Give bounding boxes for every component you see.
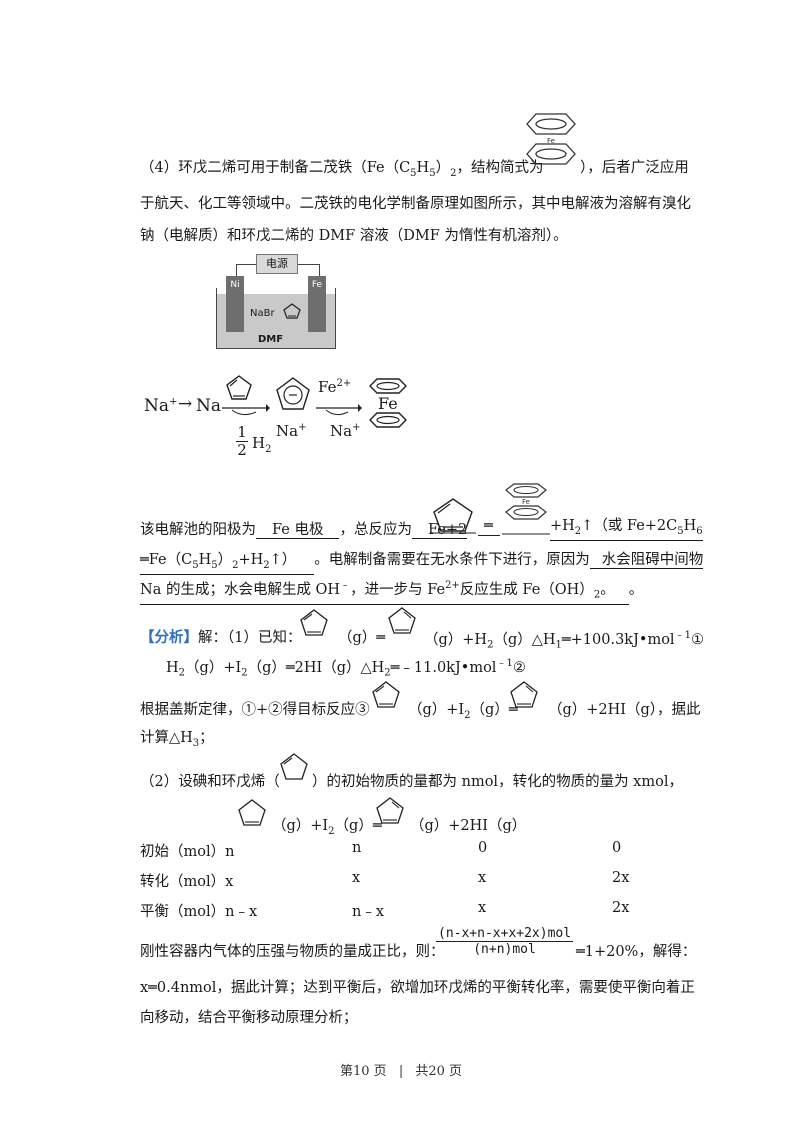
na-plus-label: Na <box>276 422 299 440</box>
ferrocene-structure-icon <box>369 378 407 428</box>
analysis-line7-end: ═1+20%，解得： <box>576 944 697 960</box>
analysis-line6: （g）+I2（g）═ <box>272 818 382 837</box>
analysis-tag: 【分析】 <box>140 629 198 646</box>
cyclopentene-icon <box>300 609 328 636</box>
svg-text:Fe: Fe <box>547 137 555 145</box>
analysis-line8: x═0.4nmol，据此计算；达到平衡后，欲增加环戊烯的平衡转化率，需要使平衡向… <box>140 980 695 996</box>
h2-label: H <box>252 434 266 452</box>
fe-center-label: Fe <box>378 394 398 413</box>
cyclopentadiene-icon <box>283 303 301 319</box>
anode-answer: Fe 电极 <box>256 522 340 539</box>
nabr-label: NaBr <box>250 308 275 319</box>
electrolysis-cell-diagram: 电源 Ni Fe NaBr DMF <box>214 250 336 350</box>
cyclopentadiene-icon <box>376 797 404 824</box>
svg-text:Fe: Fe <box>522 498 530 506</box>
answer-line2: ═Fe（C5H5）2+H2↑）。电解制备需要在无水条件下进行，原因为水会阻碍中间… <box>140 548 704 575</box>
cyclopentadiene-icon <box>430 498 476 534</box>
analysis-line4: 计算△H3； <box>140 730 214 749</box>
cyclopentene-icon <box>280 753 308 780</box>
table-row: 转化（mol）x x x 2x <box>140 870 630 890</box>
mechanism-scheme: Na+ → Na 1 2 H2 Na+ Fe2+ Na+ Fe <box>140 372 420 472</box>
analysis-line5-end: ）的初始物质的量都为 nmol，转化的物质的量为 xmol， <box>312 774 683 790</box>
dmf-label: DMF <box>258 334 284 345</box>
cyclopentadiene-icon <box>226 375 252 400</box>
table-row: 初始（mol）n n 0 0 <box>140 840 622 860</box>
analysis-line3-end: （g）+2HI（g），据此 <box>548 702 701 718</box>
part4-line2: 于航天、化工等领域中。二茂铁的电化学制备原理如图所示，其中电解液为溶解有溴化 <box>140 196 691 212</box>
cyclopentene-icon <box>372 681 400 708</box>
analysis-line7: 刚性容器内气体的压强与物质的量成正比，则： <box>140 944 445 960</box>
half-fraction: 1 2 <box>236 423 248 459</box>
part4-line3: 钠（电解质）和环戊二烯的 DMF 溶液（DMF 为惰性有机溶剂）。 <box>140 228 568 244</box>
analysis-line1: 【分析】解：（1）已知： <box>140 629 302 646</box>
arrow-icon <box>316 404 362 416</box>
analysis-line5: （2）设碘和环戊烯（ <box>140 774 280 790</box>
equilibrium-table: 初始（mol）n n 0 0 转化（mol）x x x 2x 平衡（mol）n﹣… <box>140 840 660 930</box>
na-atom: Na <box>196 396 222 416</box>
answer-line1-end: +H2↑（或 Fe+2C5H6 <box>550 518 703 541</box>
cyclopentadiene-icon <box>510 681 538 708</box>
cyclopentene-icon <box>238 799 266 826</box>
ferrocene-structure-icon: Fe <box>502 483 550 535</box>
fe2-label: Fe <box>318 378 337 396</box>
pressure-fraction: (n-x+n-x+x+2x)mol (n+n)mol <box>436 926 574 957</box>
ferrocene-structure-icon: Fe <box>526 113 576 165</box>
analysis-line2: H2（g）+I2（g）═2HI（g）△H2═﹣11.0kJ•mol﹣1② <box>166 658 526 679</box>
page-number: 第10 页 <box>340 1064 387 1079</box>
power-source-label: 电源 <box>256 254 298 274</box>
total-pages: 共20 页 <box>415 1064 463 1079</box>
part4-line1: （4）环戊二烯可用于制备二茂铁（Fe（C5H5）2，结构简式为 <box>140 160 544 179</box>
table-row: 平衡（mol）n﹣x n﹣x x 2x <box>140 900 630 920</box>
na-plus: Na <box>144 396 170 416</box>
fe-electrode: Fe <box>308 276 326 332</box>
na-plus-label-2: Na <box>330 422 353 440</box>
cyclopentadienyl-anion-icon <box>276 377 310 410</box>
answer-line3: Na 的生成；水会电解生成 OH﹣，进一步与 Fe2+反应生成 Fe（OH）2。… <box>140 578 643 605</box>
analysis-line3: 根据盖斯定律，①+②得目标反应③ <box>140 702 370 718</box>
arrow-icon <box>222 404 270 416</box>
cyclopentadiene-icon <box>388 607 416 634</box>
analysis-line9: 向移动，结合平衡移动原理分析； <box>140 1010 358 1026</box>
analysis-line6-end: （g）+2HI（g） <box>410 818 527 834</box>
ni-electrode: Ni <box>226 276 244 332</box>
eq-equals: ═ <box>484 518 493 534</box>
page-footer: 第10 页 | 共20 页 <box>340 1064 463 1079</box>
part4-line1-end: ），后者广泛应用 <box>580 160 689 176</box>
